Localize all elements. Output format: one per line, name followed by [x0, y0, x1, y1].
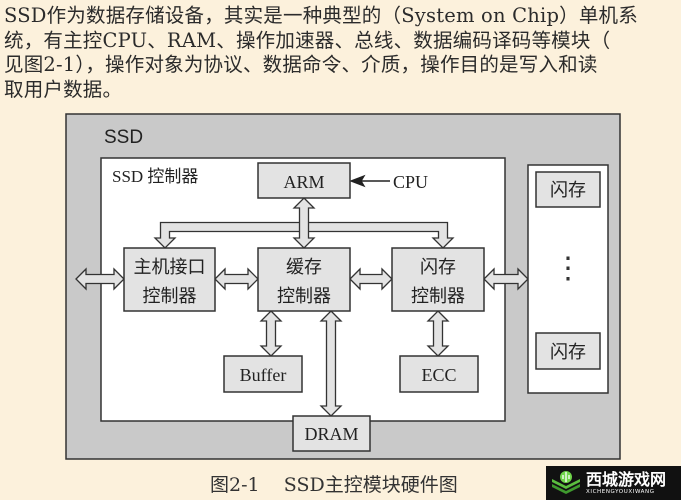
figure-title: SSD主控模块硬件图 [283, 474, 458, 496]
controller-label: SSD 控制器 [112, 167, 198, 186]
arm-box [257, 162, 351, 199]
watermark: 西城游戏网 XICHENGYOUXIWANG [546, 466, 681, 500]
cache-ctrl-line1: 缓存 [286, 257, 322, 277]
host-ctrl-line2: 控制器 [143, 286, 197, 306]
paragraph-line: 统，有主控CPU、RAM、操作加速器、总线、数据编码译码等模块（ [4, 28, 611, 52]
ecc-box [399, 355, 479, 393]
flash-controller [391, 247, 485, 312]
watermark-name: 西城游戏网 [586, 469, 667, 489]
watermark-logo-icon [552, 471, 580, 494]
arm-label: ARM [283, 172, 324, 192]
flash-chip-top [535, 171, 601, 208]
cache-controller [257, 247, 351, 312]
figure-caption: 图2-1 SSD主控模块硬件图 [210, 470, 458, 497]
flash-ctrl-line2: 控制器 [411, 286, 465, 306]
dram-box [292, 415, 371, 452]
cpu-arrow-head [349, 174, 366, 188]
flash-ctrl-line1: 闪存 [420, 257, 456, 277]
cache-ctrl-line2: 控制器 [277, 286, 331, 306]
watermark-sub: XICHENGYOUXIWANG [586, 488, 655, 495]
paragraph-line: SSD作为数据存储设备，其实是一种典型的（System on Chip）单机系 [4, 4, 638, 27]
ssd-label: SSD [104, 127, 143, 148]
host-interface-controller [123, 247, 216, 312]
host-ctrl-line1: 主机接口 [134, 257, 206, 277]
paragraph-line: 见图2-1），操作对象为协议、数据命令、介质，操作目的是写入和读 [4, 53, 598, 76]
buffer-label: Buffer [240, 365, 287, 385]
ecc-label: ECC [421, 365, 456, 385]
paragraph-line: 取用户数据。 [4, 77, 123, 101]
system-bus [153, 221, 455, 249]
figure-number: 图2-1 [210, 474, 260, 496]
body-paragraph: SSD作为数据存储设备，其实是一种典型的（System on Chip）单机系 … [4, 4, 680, 102]
flash-chip-bottom [535, 332, 601, 370]
dram-label: DRAM [304, 424, 358, 444]
flash-bottom-label: 闪存 [550, 342, 586, 362]
cpu-label: CPU [393, 172, 428, 192]
buffer-box [223, 355, 303, 393]
flash-ellipsis: ⋮ [553, 252, 583, 285]
flash-top-label: 闪存 [550, 180, 586, 200]
